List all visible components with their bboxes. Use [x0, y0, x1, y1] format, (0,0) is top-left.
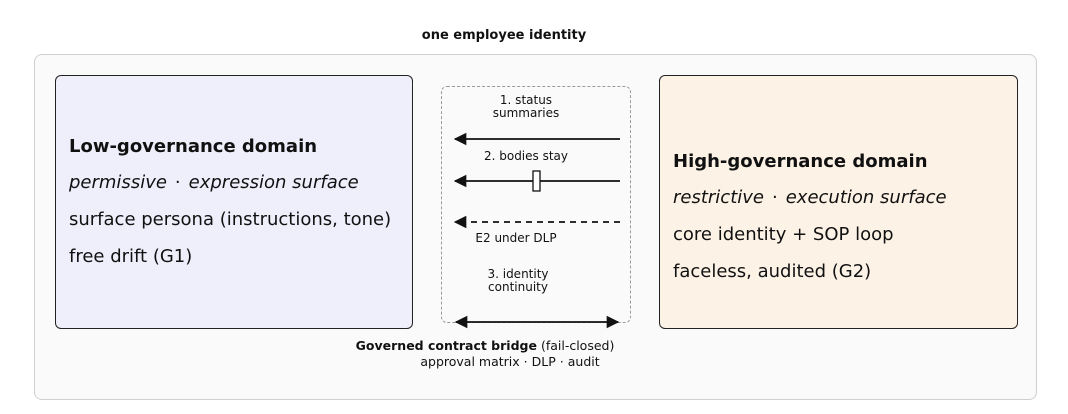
low-domain-tag-permissive: permissive — [69, 172, 167, 193]
bridge-sub-approval: approval matrix — [420, 354, 520, 369]
low-domain-tag-surface: expression surface — [188, 172, 359, 193]
separator-dot: · — [523, 354, 528, 369]
bridge-caption: Governed contract bridge (fail-closed) a… — [300, 338, 670, 370]
high-domain-core: core identity + SOP loop — [673, 224, 894, 245]
high-domain-audited: faceless, audited (G2) — [673, 261, 872, 282]
high-domain-tag-restrictive: restrictive — [673, 187, 764, 208]
bridge-label-e2-dlp: E2 under DLP — [475, 231, 557, 245]
high-domain-tags: restrictive · execution surface — [673, 179, 1009, 216]
bridge-label-status-summaries: 1. status summaries — [492, 93, 560, 120]
bridge-caption-title: Governed contract bridge (fail-closed) — [300, 338, 670, 354]
diagram-title: one employee identity — [421, 28, 587, 43]
high-governance-domain: High-governance domain restrictive · execu… — [659, 75, 1018, 329]
bridge-label-identity-continuity: 3. identity continuity — [487, 267, 549, 294]
low-domain-drift: free drift (G1) — [69, 246, 193, 267]
separator-dot: · — [174, 172, 181, 193]
low-domain-persona: surface persona (instructions, tone) — [69, 209, 392, 230]
bridge-sub-audit: audit — [567, 354, 600, 369]
separator-dot: · — [559, 354, 564, 369]
bridge-sub-dlp: DLP — [531, 354, 556, 369]
bridge-caption-sub: approval matrix·DLP·audit — [300, 354, 670, 370]
high-domain-tag-surface: execution surface — [785, 187, 947, 208]
bridge-caption-bold: Governed contract bridge — [355, 338, 537, 353]
low-domain-title: Low-governance domain — [69, 136, 318, 157]
blocked-gate-icon — [532, 170, 541, 192]
low-domain-tags: permissive · expression surface — [69, 164, 404, 201]
high-domain-title: High-governance domain — [673, 151, 928, 172]
separator-dot: · — [772, 187, 778, 208]
bridge-caption-paren: (fail-closed) — [540, 338, 615, 353]
bridge-label-bodies-stay: 2. bodies stay — [483, 149, 569, 163]
low-governance-domain: Low-governance domain permissive · express… — [55, 75, 413, 329]
